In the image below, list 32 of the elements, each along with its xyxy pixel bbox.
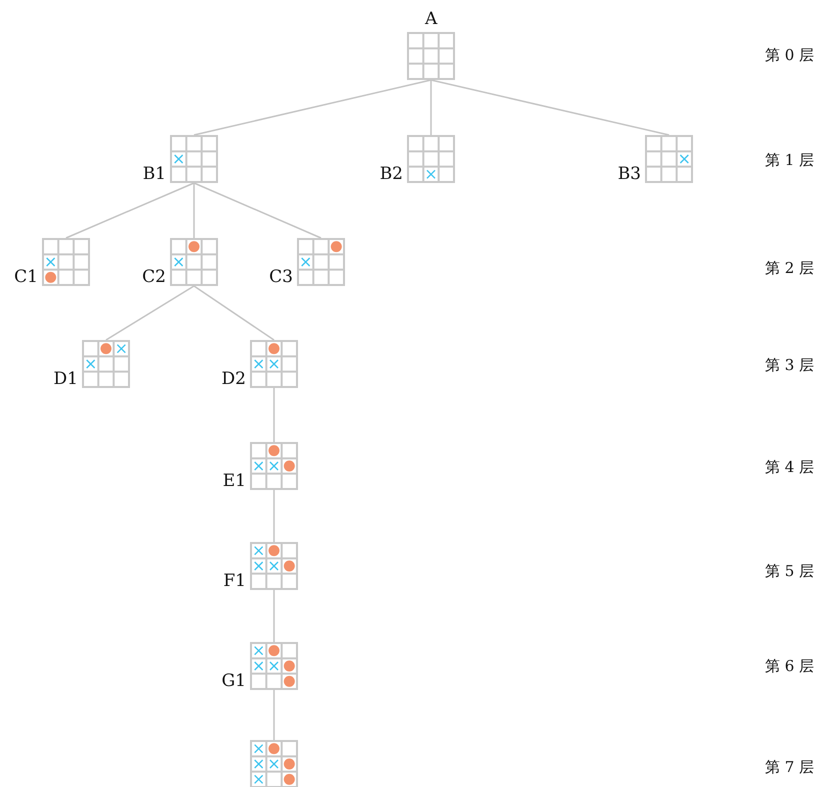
connector-line [194, 182, 322, 239]
connector-line [66, 182, 194, 239]
connector-line [273, 590, 275, 642]
layer-label: 第 6 层 [765, 657, 814, 675]
layer-label: 第 4 层 [765, 458, 814, 476]
connector-line [194, 79, 432, 136]
node-label: E1 [222, 472, 246, 490]
node-label: B3 [618, 165, 641, 183]
layer-label: 第 2 层 [765, 259, 814, 277]
layer-label: 第 0 层 [765, 46, 814, 64]
connector-line [273, 388, 275, 442]
node-label: C1 [14, 268, 38, 286]
connector-line [273, 690, 275, 740]
node-label: A [425, 10, 438, 28]
layer-label: 第 1 层 [765, 151, 814, 169]
connector-line [430, 80, 432, 135]
node-label: D1 [54, 370, 78, 388]
connector-line [193, 183, 195, 238]
node-label: C3 [269, 268, 293, 286]
node-label: G1 [222, 672, 246, 690]
node-label: B2 [380, 165, 403, 183]
layer-label: 第 7 层 [765, 758, 814, 776]
node-label: C2 [142, 268, 166, 286]
connector-line [430, 79, 670, 136]
layer-label: 第 3 层 [765, 356, 814, 374]
node-label: D2 [222, 370, 246, 388]
node-label: B1 [142, 165, 166, 183]
connector-line [273, 490, 275, 542]
node-label: F1 [223, 572, 246, 590]
connector-line [106, 285, 194, 341]
layer-label: 第 5 层 [765, 562, 814, 580]
connector-line [194, 285, 274, 341]
